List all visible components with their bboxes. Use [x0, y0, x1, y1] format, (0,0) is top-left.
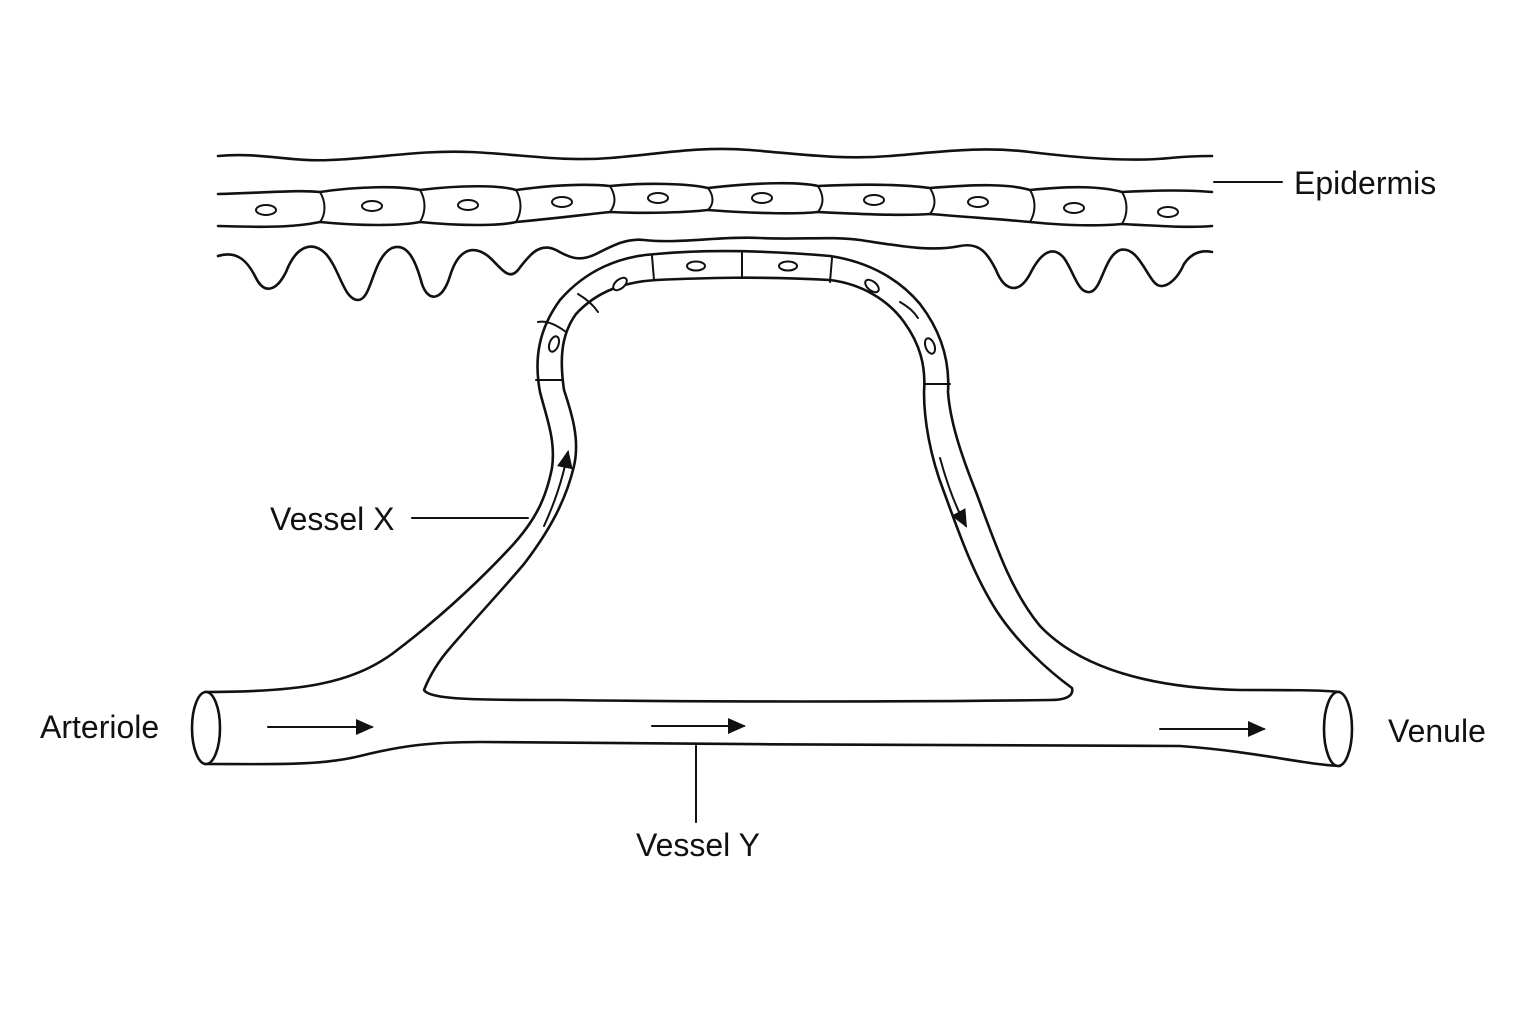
label-arteriole: Arteriole — [40, 709, 159, 745]
cell-row-bottom-line — [216, 208, 1214, 229]
capillary-outer-wall — [203, 249, 1342, 694]
epidermis-layer — [216, 147, 1214, 302]
capillary-inner-wall — [422, 276, 1074, 703]
capillary-cell-nuclei — [547, 260, 937, 355]
arteriole-opening — [190, 690, 222, 766]
dermal-papillae-line — [216, 236, 1214, 302]
epidermal-cell-dividers — [319, 185, 1128, 225]
label-epidermis: Epidermis — [1294, 165, 1436, 201]
skin-surface-line — [216, 147, 1214, 162]
cell-row-top-line — [216, 181, 1214, 196]
shunt-bottom-wall — [203, 740, 1342, 768]
label-vessel-y: Vessel Y — [636, 827, 760, 863]
label-vessel-x: Vessel X — [270, 501, 395, 537]
venule-opening — [1322, 690, 1354, 768]
capillary-cell-dividers — [535, 251, 951, 385]
epidermal-cell-nuclei — [255, 192, 1179, 218]
label-venule: Venule — [1388, 713, 1486, 749]
flow-arrow-ascending — [543, 450, 573, 527]
flow-arrow-descending — [939, 457, 967, 528]
capillary-loop-vessel-x — [203, 249, 1342, 703]
shunt-vessel-y — [190, 690, 1354, 768]
